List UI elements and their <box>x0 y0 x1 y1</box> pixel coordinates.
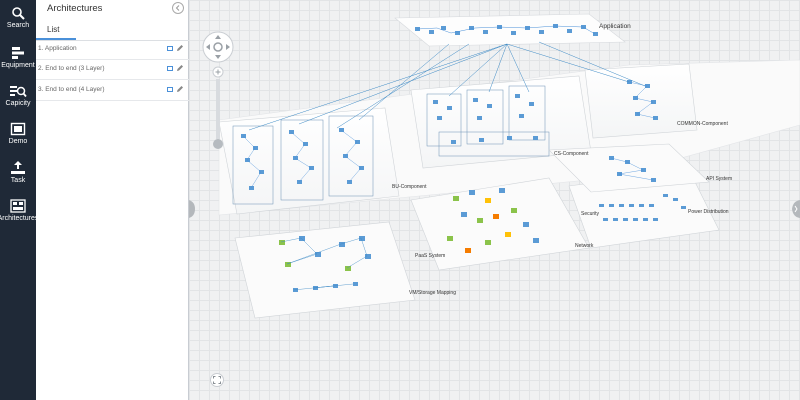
api-system-layer[interactable] <box>548 143 710 193</box>
nav-item-label: Demo <box>8 138 28 145</box>
view-icon[interactable] <box>167 46 173 51</box>
nav-item-demo[interactable]: Demo <box>0 122 36 146</box>
collapse-panel-button[interactable] <box>172 2 184 14</box>
pan-control[interactable] <box>202 31 234 63</box>
nav-item-equipment[interactable]: Equipment <box>0 46 36 70</box>
nav-item-label: Capicity <box>5 100 31 107</box>
architectures-panel: Architectures List 1. Application 2. End… <box>36 0 189 400</box>
scroll-left-tab[interactable] <box>189 200 195 218</box>
fullscreen-icon[interactable] <box>210 373 224 387</box>
nav-item-label: Task <box>10 177 26 184</box>
view-icon[interactable] <box>167 87 173 92</box>
nav-item-task[interactable]: Task <box>0 160 36 185</box>
list-item-label: 2. End to end (3 Layer) <box>38 65 105 72</box>
nav-item-label: Search <box>6 22 30 29</box>
layer-label-vm-mapping: VM/Storage Mapping <box>409 290 456 296</box>
divider <box>36 40 189 41</box>
chevron-left-icon <box>175 5 180 11</box>
panel-title: Architectures <box>47 3 103 14</box>
common-component-layer[interactable] <box>584 63 698 139</box>
layer-label-pass-system: PaaS System <box>415 253 446 259</box>
edit-icon[interactable] <box>176 44 184 52</box>
scroll-right-tab[interactable] <box>789 200 800 218</box>
bu-component-layer[interactable] <box>218 107 400 215</box>
list-item[interactable]: 1. Application <box>36 40 189 60</box>
list-item[interactable]: 3. End to end (4 Layer) <box>36 81 189 101</box>
tab-list[interactable]: List <box>36 20 76 40</box>
architecture-canvas[interactable]: Application BU-Component CS-Component CO… <box>189 0 800 400</box>
edit-icon[interactable] <box>176 64 184 72</box>
nav-item-search[interactable]: Search <box>0 6 36 30</box>
nav-item-label: Architectures <box>0 215 39 222</box>
tab-label: List <box>47 25 60 34</box>
layer-label-network: Network <box>575 243 594 249</box>
capacity-icon <box>10 86 27 98</box>
layer-label-bu-component: BU-Component <box>392 184 427 190</box>
demo-icon <box>10 122 26 136</box>
search-icon <box>12 7 25 20</box>
layer-label-common-component: COMMON-Component <box>677 121 728 127</box>
layer-label-power-distribution: Power Distribution <box>688 209 729 215</box>
layer-label-cs-component: CS-Component <box>554 151 589 157</box>
list-item-label: 1. Application <box>38 45 77 52</box>
architectures-icon <box>10 199 26 213</box>
connection-lines <box>248 41 646 131</box>
list-item[interactable]: 2. End to end (3 Layer) <box>36 60 189 80</box>
layer-diagram <box>218 13 800 319</box>
cs-component-layer[interactable] <box>410 75 592 169</box>
layer-label-security: Security <box>581 211 600 217</box>
list-item-label: 3. End to end (4 Layer) <box>38 86 105 93</box>
nav-item-label: Equipment <box>1 62 35 69</box>
edit-icon[interactable] <box>176 85 184 93</box>
view-icon[interactable] <box>167 66 173 71</box>
layer-label-application: Application <box>599 23 631 30</box>
nav-item-architectures[interactable]: Architectures <box>0 199 38 223</box>
vm-mapping-layer[interactable] <box>234 221 416 319</box>
application-layer[interactable] <box>394 13 626 47</box>
left-nav: Search Equipment Capicity Demo Task Arch… <box>0 0 38 400</box>
zoom-slider[interactable] <box>212 66 224 152</box>
layer-label-api-system: API System <box>706 176 733 182</box>
task-icon <box>11 161 25 174</box>
nav-item-capacity[interactable]: Capicity <box>0 84 36 108</box>
pass-system-layer[interactable] <box>410 177 590 271</box>
equipment-icon <box>12 47 24 59</box>
